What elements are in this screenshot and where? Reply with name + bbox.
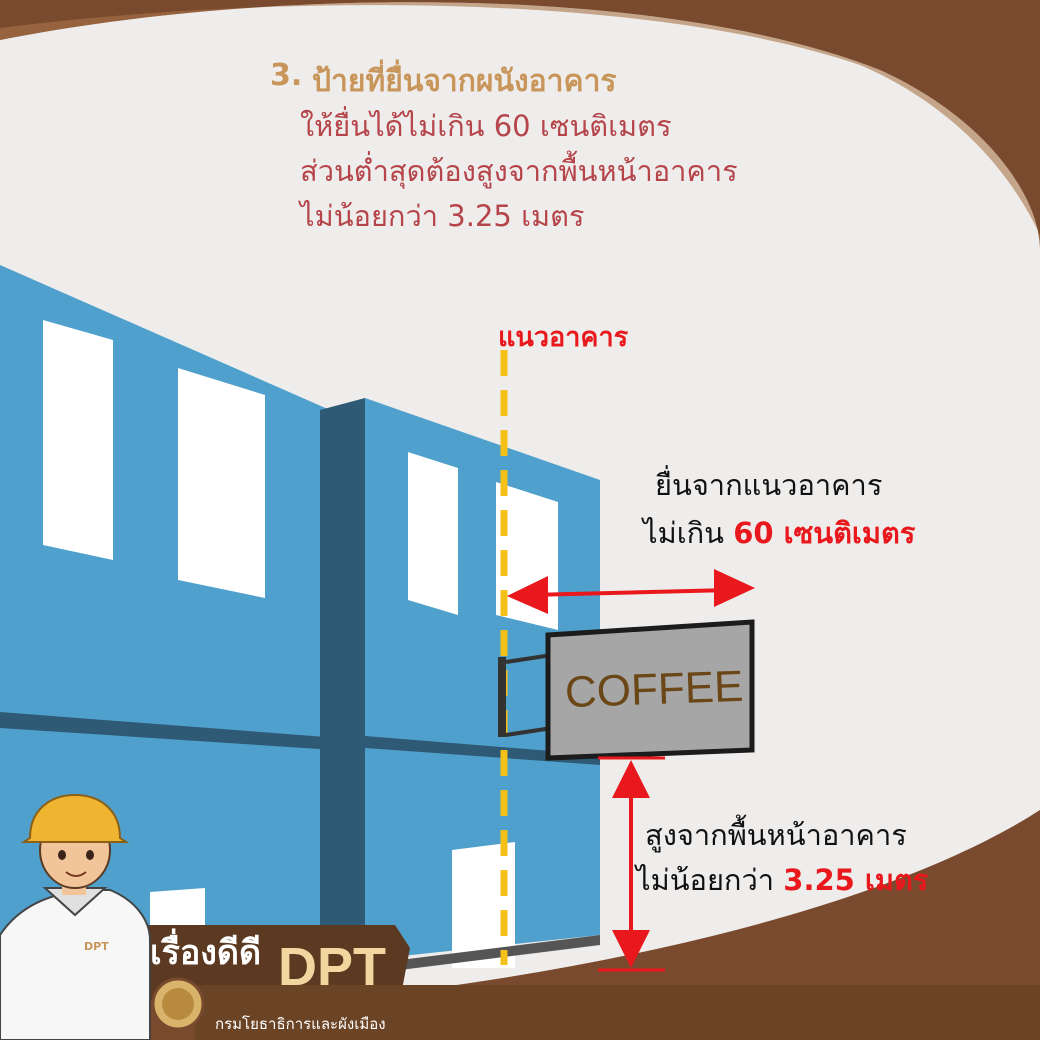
height-limit-value: 3.25 เมตร bbox=[783, 863, 929, 897]
ground-strip bbox=[360, 935, 600, 975]
rule-line-2: ให้ยื่นได้ไม่เกิน 60 เซนติเมตร bbox=[300, 109, 672, 143]
series-name: เรื่องดีดี bbox=[150, 933, 262, 973]
department-seal-inner bbox=[162, 988, 194, 1020]
projection-arrow-head-right bbox=[714, 569, 755, 607]
height-label-line2: ไม่น้อยกว่า 3.25 เมตร bbox=[636, 857, 928, 903]
window-2 bbox=[178, 368, 265, 598]
series-brand: DPT bbox=[278, 937, 386, 997]
window-3 bbox=[408, 452, 458, 615]
projection-arrow-head-left bbox=[507, 576, 548, 614]
building-side-face bbox=[320, 398, 365, 965]
height-arrow-head-top bbox=[612, 760, 650, 798]
sign-text: COFFEE bbox=[564, 661, 745, 718]
sign-bracket-top bbox=[505, 653, 553, 664]
sign-bracket-bottom bbox=[505, 726, 553, 737]
projection-limit-value: 60 เซนติเมตร bbox=[733, 516, 916, 550]
height-arrow-head-bottom bbox=[612, 930, 650, 968]
projection-arrow-shaft bbox=[529, 588, 731, 597]
ledge-right bbox=[365, 736, 600, 765]
height-label-line1: สูงจากพื้นหน้าอาคาร bbox=[645, 818, 907, 852]
window-1 bbox=[43, 320, 113, 560]
mascot-mouth bbox=[65, 871, 87, 877]
projection-label-prefix: ไม่เกิน bbox=[643, 516, 734, 550]
rule-line-3: ส่วนต่ำสุดต้องสูงจากพื้นหน้าอาคาร bbox=[300, 154, 738, 188]
mascot-engineer bbox=[0, 793, 151, 1040]
height-label-prefix: ไม่น้อยกว่า bbox=[636, 863, 784, 897]
mascot-eye-right bbox=[86, 850, 94, 860]
projection-label-line1: ยื่นจากแนวอาคาร bbox=[655, 468, 883, 502]
mascot-eye-left bbox=[58, 850, 66, 860]
page-title: ป้ายที่ยื่นจากผนังอาคาร bbox=[312, 64, 617, 99]
ledge-left bbox=[0, 712, 365, 752]
rule-line-4: ไม่น้อยกว่า 3.25 เมตร bbox=[300, 199, 585, 233]
projection-label-line2: ไม่เกิน 60 เซนติเมตร bbox=[643, 510, 915, 556]
department-banner bbox=[195, 985, 1040, 1040]
department-name: กรมโยธาธิการและผังเมือง bbox=[215, 1015, 386, 1033]
item-number: 3. bbox=[270, 58, 303, 93]
brand-banner bbox=[140, 925, 410, 1000]
sign-mount-plate bbox=[498, 657, 506, 737]
mascot-hardhat bbox=[20, 793, 130, 843]
shirt-logo: DPT bbox=[84, 940, 109, 953]
building-line-label: แนวอาคาร bbox=[498, 322, 629, 353]
coffee-sign-board bbox=[545, 619, 755, 761]
door bbox=[452, 842, 515, 968]
